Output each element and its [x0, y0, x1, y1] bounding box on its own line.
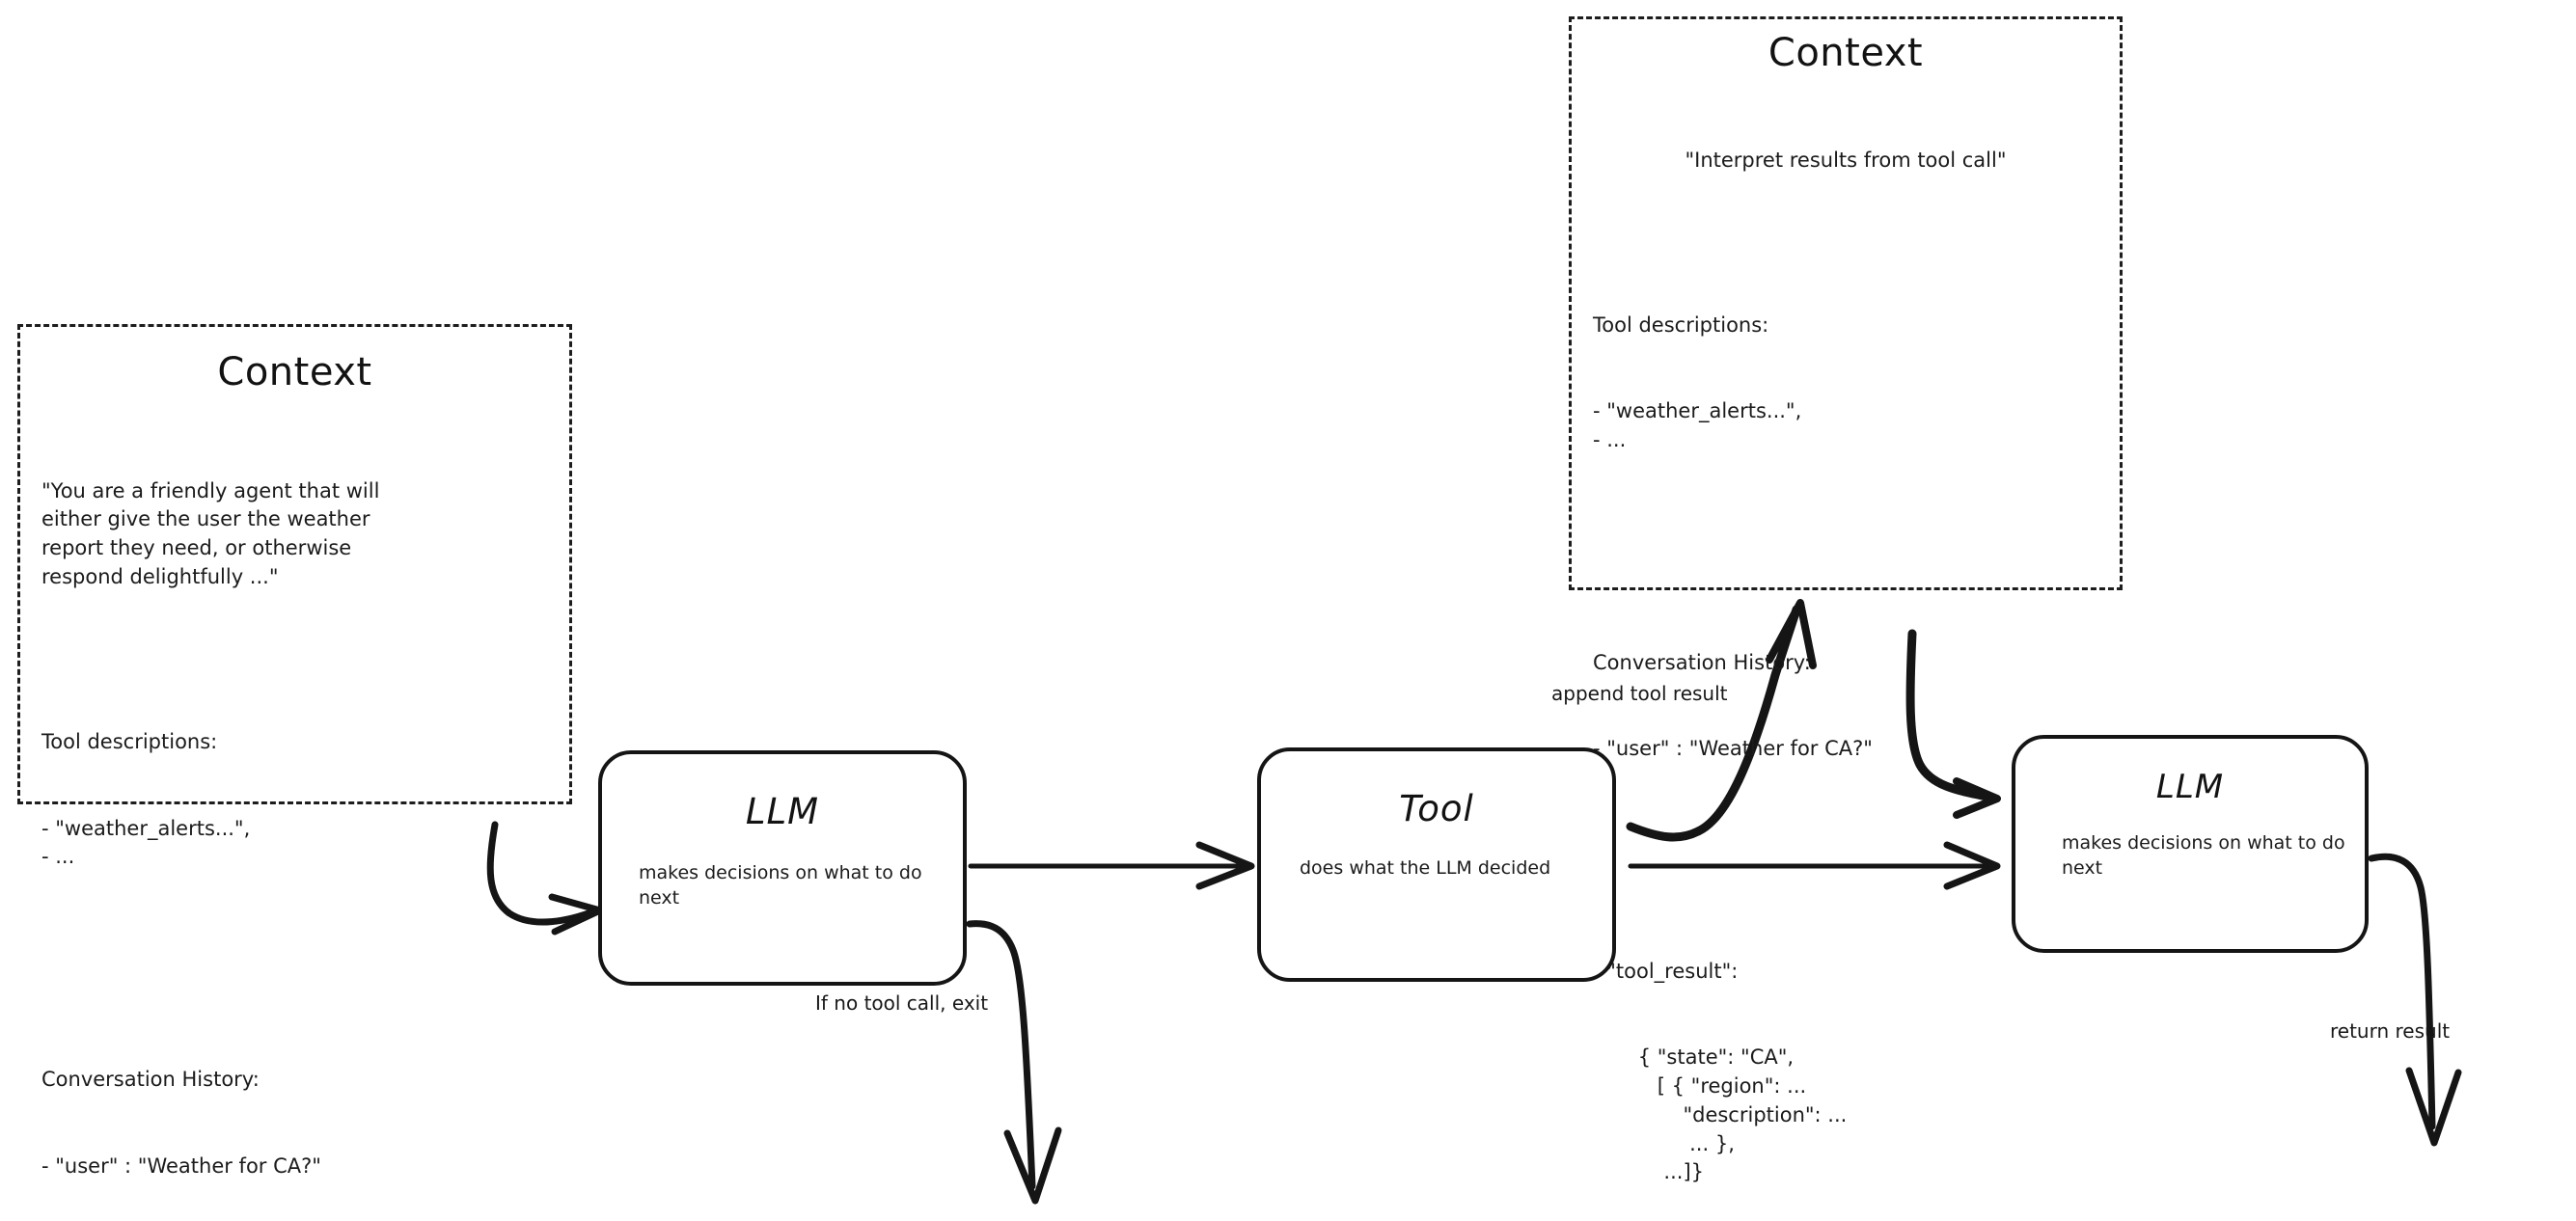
- node-llm-1-subtitle: makes decisions on what to do next: [639, 862, 922, 909]
- context-right-tool-result-key: - "tool_result":: [1593, 959, 1739, 983]
- node-llm-2[interactable]: LLM makes decisions on what to do next: [2012, 735, 2369, 953]
- node-llm-1-title: LLM: [745, 791, 820, 832]
- context-right-conversation-header: Conversation History:: [1593, 650, 1811, 674]
- node-tool[interactable]: Tool does what the LLM decided: [1257, 747, 1616, 982]
- context-right-tool-result-body: { "state": "CA", [ { "region": ... "desc…: [1637, 1045, 1848, 1184]
- context-left-body: "You are a friendly agent that will eith…: [41, 420, 548, 1221]
- edge-label-if-no-tool-call-exit: If no tool call, exit: [815, 991, 989, 1015]
- context-left-tools-header: Tool descriptions:: [41, 730, 218, 754]
- context-left-tools: Tool descriptions: - "weather_alerts..."…: [41, 671, 548, 930]
- context-right-conversation-user: - "user" : "Weather for CA?": [1593, 737, 1873, 761]
- context-box-left: Context "You are a friendly agent that w…: [17, 324, 572, 1178]
- edge-label-return-result: return result: [2330, 1019, 2451, 1043]
- context-right-tools: Tool descriptions: - "weather_alerts..."…: [1593, 254, 2098, 512]
- context-left-title: Context: [217, 350, 372, 394]
- node-tool-title: Tool: [1399, 788, 1474, 829]
- context-left-tools-items: - "weather_alerts...", - ...: [41, 816, 251, 869]
- context-right-title: Context: [1768, 31, 1924, 75]
- context-left-conversation-items: - "user" : "Weather for CA?": [41, 1153, 321, 1178]
- context-right-system-prompt: "Interpret results from tool call": [1685, 148, 2007, 172]
- context-right-body: "Interpret results from tool call" Tool …: [1593, 89, 2098, 1221]
- node-tool-subtitle: does what the LLM decided: [1300, 857, 1551, 879]
- context-box-right: Context "Interpret results from tool cal…: [1569, 16, 2123, 1183]
- context-right-tool-result: - "tool_result": { "state": "CA", [ { "r…: [1593, 900, 2098, 1221]
- node-llm-2-subtitle: makes decisions on what to do next: [2062, 832, 2345, 879]
- context-left-conversation: Conversation History: - "user" : "Weathe…: [41, 1008, 548, 1221]
- edge-label-append-tool-result: append tool result: [1551, 682, 1728, 705]
- context-right-conversation: Conversation History: - "user" : "Weathe…: [1593, 591, 2098, 822]
- arrow-llm2-return: [2368, 853, 2462, 1147]
- context-left-conversation-header: Conversation History:: [41, 1068, 260, 1092]
- node-llm-2-title: LLM: [2155, 768, 2225, 806]
- context-left-system-prompt: "You are a friendly agent that will eith…: [41, 478, 380, 589]
- context-right-tools-items: - "weather_alerts...", - ...: [1593, 399, 1802, 451]
- node-llm-1[interactable]: LLM makes decisions on what to do next: [598, 750, 967, 986]
- arrow-llm1-to-tool: [968, 841, 1255, 890]
- context-right-tools-header: Tool descriptions:: [1593, 312, 1769, 337]
- arrow-llm1-exit: [966, 920, 1062, 1205]
